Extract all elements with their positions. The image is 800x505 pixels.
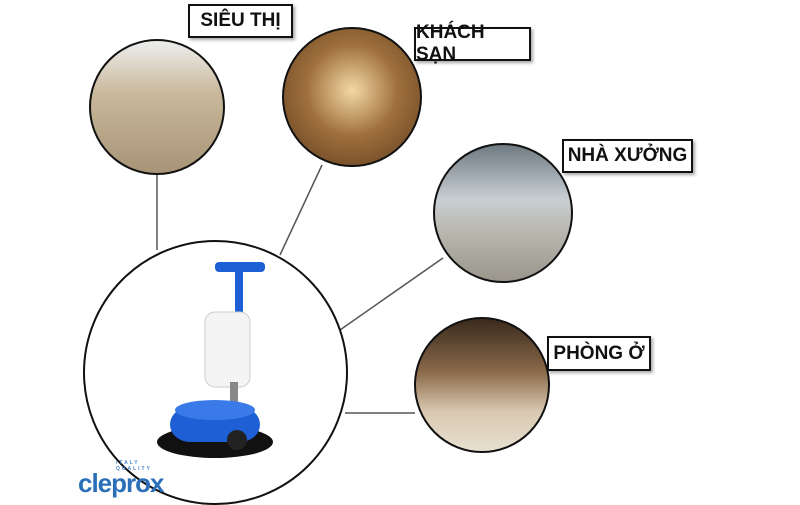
hotel-circle [282,27,422,167]
supermarket-circle [89,39,225,175]
factory-circle [433,143,573,283]
floor-machine-image [157,262,273,458]
bedroom-circle [414,317,550,453]
label-hotel: KHÁCH SẠN [414,22,531,65]
label-factory: NHÀ XƯỞNG [562,139,693,173]
label-supermarket: SIÊU THỊ [188,4,293,38]
label-bedroom: PHÒNG Ở [547,336,651,371]
machine-circle [83,240,348,505]
